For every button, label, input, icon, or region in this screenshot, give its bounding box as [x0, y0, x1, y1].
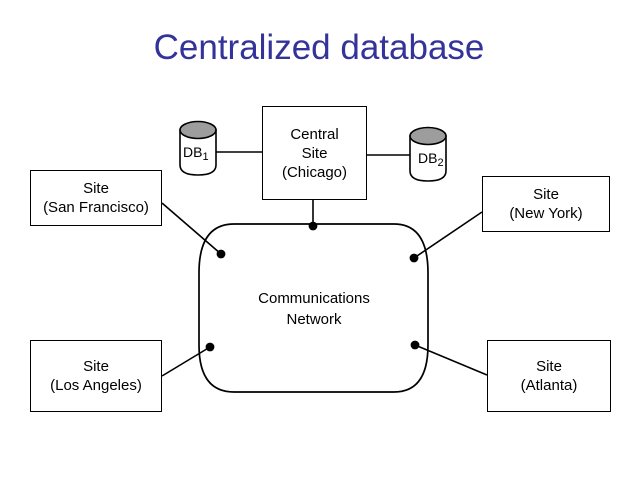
site-node-san-francisco[interactable]: Site (San Francisco) [30, 170, 162, 226]
network-node-dot-upper-right [409, 253, 419, 263]
network-line-1: Communications [258, 290, 370, 307]
db2-name: DB [418, 150, 438, 166]
network-node-dot-lower-right [410, 340, 420, 350]
network-node-dot-lower-left [205, 342, 215, 352]
connector-los-angeles-to-network [161, 346, 211, 377]
page-title: Centralized database [153, 28, 485, 67]
site-san-francisco-line-2: (San Francisco) [43, 199, 149, 216]
site-los-angeles-line-2: (Los Angeles) [50, 377, 142, 394]
site-atlanta-line-1: Site [536, 358, 562, 375]
central-site-node[interactable]: Central Site (Chicago) [262, 106, 367, 200]
site-node-atlanta[interactable]: Site (Atlanta) [487, 340, 611, 412]
connector-new-york-to-network [413, 211, 483, 259]
site-node-new-york[interactable]: Site (New York) [482, 176, 610, 232]
network-node-dot-top [308, 221, 318, 231]
db2-label: DB2 [418, 150, 444, 169]
site-atlanta-line-2: (Atlanta) [520, 377, 578, 394]
site-los-angeles-line-1: Site [83, 358, 109, 375]
communications-network-shape [198, 223, 429, 393]
communications-network-label: Communications Network [214, 288, 414, 330]
connector-san-francisco-to-network [161, 202, 222, 255]
db1-index: 1 [202, 151, 209, 163]
central-site-line-2: Site [301, 144, 328, 162]
central-site-line-1: Central [290, 125, 339, 143]
network-line-2: Network [286, 311, 342, 328]
network-node-dot-upper-left [216, 249, 226, 259]
site-san-francisco-line-1: Site [83, 180, 109, 197]
db1-label: DB1 [183, 144, 209, 163]
db2-cylinder-icon [409, 126, 447, 182]
site-new-york-line-2: (New York) [509, 205, 583, 222]
db2-index: 2 [437, 157, 444, 169]
connector-atlanta-to-network [414, 344, 488, 376]
central-site-line-3: (Chicago) [281, 163, 348, 181]
db1-cylinder-icon [179, 120, 217, 176]
site-node-los-angeles[interactable]: Site (Los Angeles) [30, 340, 162, 412]
site-new-york-line-1: Site [533, 186, 559, 203]
db1-name: DB [183, 144, 203, 160]
